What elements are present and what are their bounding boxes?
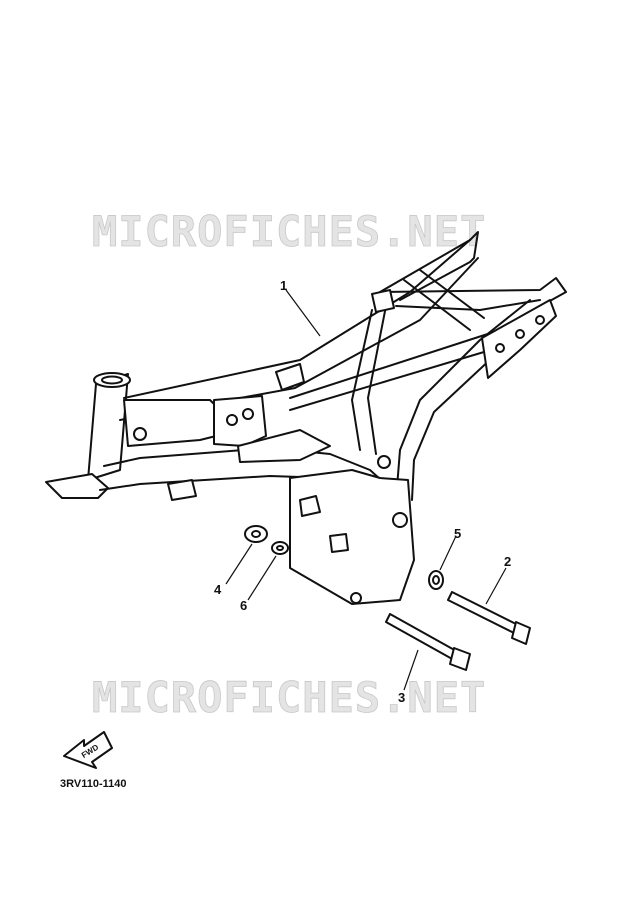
bolt-drawing	[385, 613, 471, 671]
front-lower-plate	[45, 473, 109, 499]
callout-5: 5	[454, 526, 461, 541]
callout-2: 2	[504, 554, 511, 569]
long-bolt-drawing	[447, 591, 531, 645]
nut-drawing	[244, 525, 268, 543]
washer-6-drawing	[271, 541, 289, 555]
leader-2	[485, 567, 507, 605]
rear-upper-rail-right	[379, 277, 567, 303]
rear-down-tube-left	[351, 309, 373, 451]
leader-lines	[225, 289, 507, 691]
watermark-bottom: MICROFICHES.NET	[92, 673, 486, 722]
leader-3	[403, 649, 419, 691]
leader-6	[247, 555, 277, 601]
center-cross-plate	[237, 429, 331, 463]
mount-hole-tab	[299, 495, 321, 517]
upper-tab	[371, 289, 395, 313]
fwd-arrow-icon: FWD	[63, 731, 113, 769]
rear-down-tube-right	[395, 299, 531, 501]
callout-6: 6	[240, 598, 247, 613]
callout-3: 3	[398, 690, 405, 705]
rear-bracket-plate	[481, 299, 557, 379]
top-tube-tab	[275, 363, 305, 391]
engine-mount-bracket-upper	[213, 395, 267, 447]
rear-upper-rail-left	[379, 231, 479, 301]
diagram-code: 3RV110-1140	[60, 778, 127, 790]
lower-tab	[167, 479, 197, 501]
diagonal-stay	[289, 329, 501, 399]
leader-5	[439, 535, 457, 571]
cross-tube	[403, 279, 471, 331]
callout-1: 1	[280, 278, 287, 293]
rear-engine-mount	[289, 469, 415, 605]
leader-4	[225, 543, 253, 585]
frame-drawing	[45, 231, 567, 605]
leader-1	[285, 289, 321, 337]
watermark-top: MICROFICHES.NET	[92, 207, 486, 256]
callout-4: 4	[214, 582, 222, 597]
top-tube	[123, 239, 471, 399]
washer-5-drawing	[428, 570, 444, 590]
